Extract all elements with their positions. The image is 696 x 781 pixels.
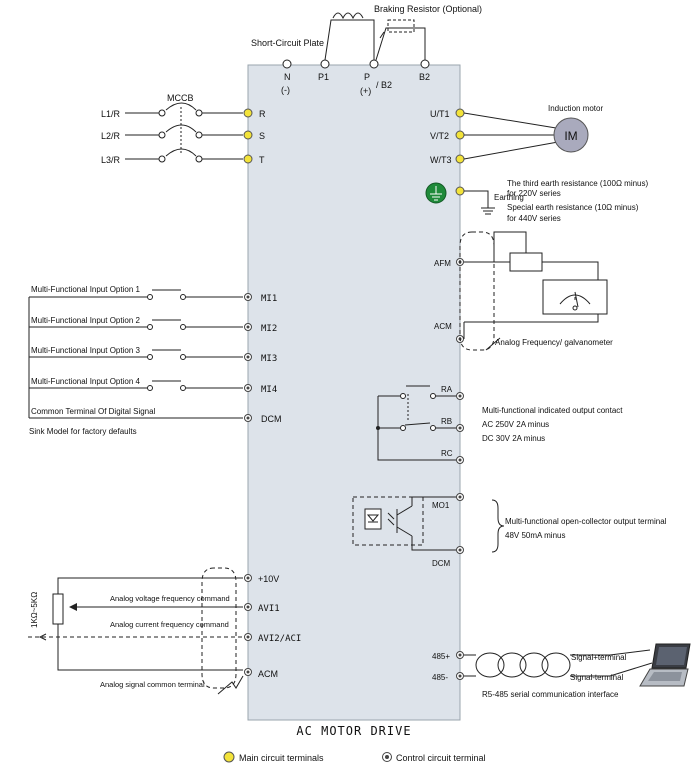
motor-symbol: IM [564,129,577,143]
oc-note-2: 48V 50mA minus [505,531,565,540]
input-terminal-inner [246,295,250,420]
earth-note-1: The third earth resistance (100Ω minus) [507,179,648,188]
terminal-ra-label: RA [441,385,453,394]
digital-input-wiring [28,289,243,419]
line-l3-label: L3/R [101,155,121,165]
braking-resistor-label: Braking Resistor (Optional) [374,4,482,14]
relay-terminal-inner [458,394,462,462]
legend-main-icon [223,751,235,763]
rs485-note: R5-485 serial communication interface [482,690,619,699]
relay-wiring [377,385,456,461]
analog-input-wiring [28,567,244,695]
line-l1-label: L1/R [101,109,121,119]
terminal-10v-label: +10V [258,574,279,584]
open-collector-wiring [352,496,505,553]
power-input-lines [125,102,243,163]
terminal-v-label: V/T2 [430,131,449,141]
terminal-analog-acm-label: ACM [258,669,278,679]
current-cmd-label: Analog current frequency command [110,620,229,629]
drive-title: AC MOTOR DRIVE [296,724,411,738]
terminal-oc-dcm-label: DCM [432,559,451,568]
sink-note: Sink Model for factory defaults [29,427,137,436]
input-option-4: Multi-Functional Input Option 4 [31,377,140,386]
relay-junction [376,426,380,430]
motor-icon [553,117,589,153]
pot-label: 1KΩ~5KΩ [30,592,39,628]
motor-label: Induction motor [548,104,603,113]
terminal-w-label: W/T3 [430,155,452,165]
short-circuit-plate-label: Short-Circuit Plate [251,38,324,48]
oc-note-1: Multi-functional open-collector output t… [505,517,667,526]
input-option-1: Multi-Functional Input Option 1 [31,285,140,294]
terminal-n-label: N [284,72,291,82]
analog-terminal-inner [246,576,250,674]
terminal-dcm-label: DCM [261,414,282,424]
input-option-2: Multi-Functional Input Option 2 [31,316,140,325]
terminal-mi4-label: MI4 [261,385,277,395]
earth-note-4: for 440V series [507,214,561,223]
terminal-u-dot [455,108,465,118]
terminal-t-dot [243,154,253,164]
terminal-avi1-label: AVI1 [258,604,280,614]
terminal-b2-label: B2 [419,72,430,82]
terminal-mi3-label: MI3 [261,354,277,364]
input-common: Common Terminal Of Digital Signal [31,407,156,416]
rs485-wiring [464,649,653,678]
terminal-485-plus: 485+ [432,652,450,661]
terminal-u-label: U/T1 [430,109,450,119]
terminal-r-dot [243,108,253,118]
terminal-mi1-label: MI1 [261,294,277,304]
legend-control-label: Control circuit terminal [396,753,486,763]
terminal-p-label: P [364,72,370,82]
earth-note-3: Special earth resistance (10Ω minus) [507,203,639,212]
relay-note-3: DC 30V 2A minus [482,434,545,443]
meter-label: Analog Frequency/ galvanometer [495,338,613,347]
terminal-p1-label: P1 [318,72,329,82]
terminal-earth-dot [455,186,465,196]
relay-note-2: AC 250V 2A minus [482,420,549,429]
legend-main-label: Main circuit terminals [239,753,324,763]
terminal-rb-label: RB [441,417,452,426]
terminal-s-dot [243,130,253,140]
earth-note-2: for 220V series [507,189,561,198]
terminal-r-label: R [259,109,266,119]
voltage-cmd-label: Analog voltage frequency command [110,594,230,603]
terminal-mi2-label: MI2 [261,324,277,334]
signal-plus-label: Signal+terminal [571,653,627,662]
laptop-icon [639,643,691,687]
terminal-n-sign: (-) [281,85,290,95]
terminal-s-label: S [259,131,265,141]
analog-common-label: Analog signal common terminal [100,680,205,689]
oc-terminal-inner [458,495,462,552]
rs485-terminal-inner [458,653,462,678]
terminal-pb2-label: / B2 [376,80,392,90]
terminal-rc-label: RC [441,449,453,458]
relay-note-1: Multi-functional indicated output contac… [482,406,623,415]
terminal-afm-label: AFM [434,259,451,268]
terminal-w-dot [455,154,465,164]
legend-control-inner [385,755,389,759]
earth-symbol-icon [430,186,442,201]
signal-minus-label: Signal-terminal [570,673,624,682]
terminal-avi2-label: AVI2/ACI [258,634,301,644]
terminal-acm-label: ACM [434,322,452,331]
earthing-label: Earthing [494,193,524,202]
earthing-wire [464,190,495,215]
mccb-label: MCCB [167,93,194,103]
terminal-t-label: T [259,155,265,165]
terminal-485-minus: 485- [432,673,448,682]
dc-bus-section [282,12,430,69]
drive-panel [247,64,461,721]
analog-output-wiring [459,231,608,351]
input-option-3: Multi-Functional Input Option 3 [31,346,140,355]
terminal-v-dot [455,130,465,140]
terminal-p-sign: (+) [360,86,371,96]
motor-wires [463,112,559,160]
terminal-mo1-label: MO1 [432,501,450,510]
line-l2-label: L2/R [101,131,121,141]
